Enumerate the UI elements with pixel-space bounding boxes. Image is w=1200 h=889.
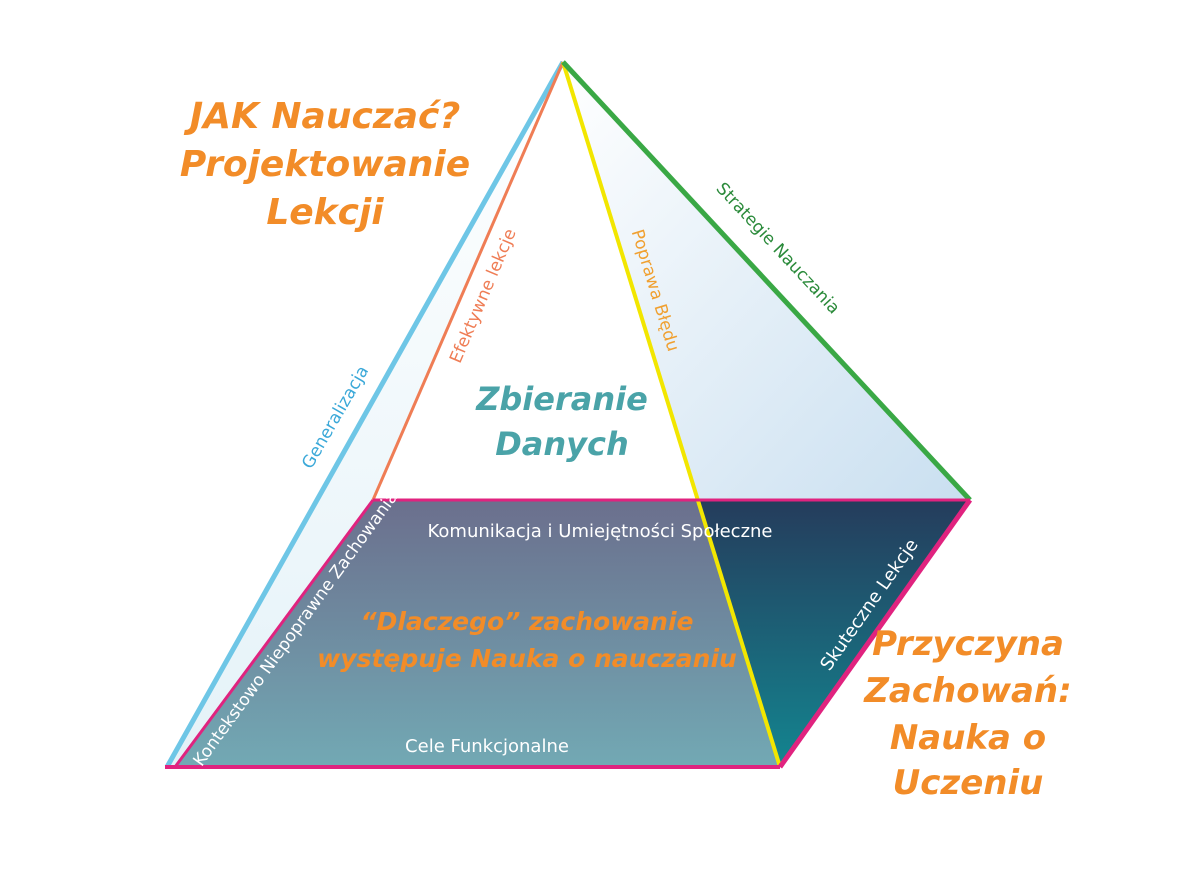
center-label: Zbieranie Danych [475, 380, 648, 463]
edge-error-correction-line [561, 61, 782, 768]
title-top-left-line2: Projektowanie [180, 144, 470, 185]
title-bottom-right-line4: Uczeniu [893, 763, 1044, 803]
pyramid-front-face [373, 62, 697, 500]
title-bottom-right-line1: Przyczyna [872, 624, 1064, 664]
base-center-label-line2: występuje Nauka o nauczaniu [317, 644, 737, 673]
edge-label-functional-goals: Cele Funkcjonalne [405, 736, 569, 757]
pyramid-base-right-face [697, 500, 970, 767]
title-top-left: JAK Nauczać? Projektowanie Lekcji [180, 96, 470, 233]
center-label-line2: Danych [495, 425, 629, 463]
edge-label-communication: Komunikacja i Umiejętności Społeczne [428, 521, 773, 542]
center-label-line1: Zbieranie [475, 380, 648, 418]
edge-base-left-line [173, 499, 375, 768]
title-top-left-line1: JAK Nauczać? [184, 96, 461, 137]
title-bottom-right-line3: Nauka o [890, 718, 1046, 758]
base-center-label: “Dlaczego” zachowanie występuje Nauka o … [317, 607, 737, 673]
edge-strategies-line [561, 60, 972, 502]
title-top-left-line3: Lekcji [266, 192, 384, 233]
edge-generalization-line [164, 60, 566, 769]
edge-base-right-line [777, 498, 973, 769]
title-bottom-right-line2: Zachowań: [863, 671, 1071, 711]
title-bottom-right: Przyczyna Zachowań: Nauka o Uczeniu [863, 624, 1071, 803]
base-center-label-line1: “Dlaczego” zachowanie [361, 607, 694, 636]
edge-effective-lessons-line [371, 61, 565, 501]
pyramid-base-face [175, 500, 780, 767]
